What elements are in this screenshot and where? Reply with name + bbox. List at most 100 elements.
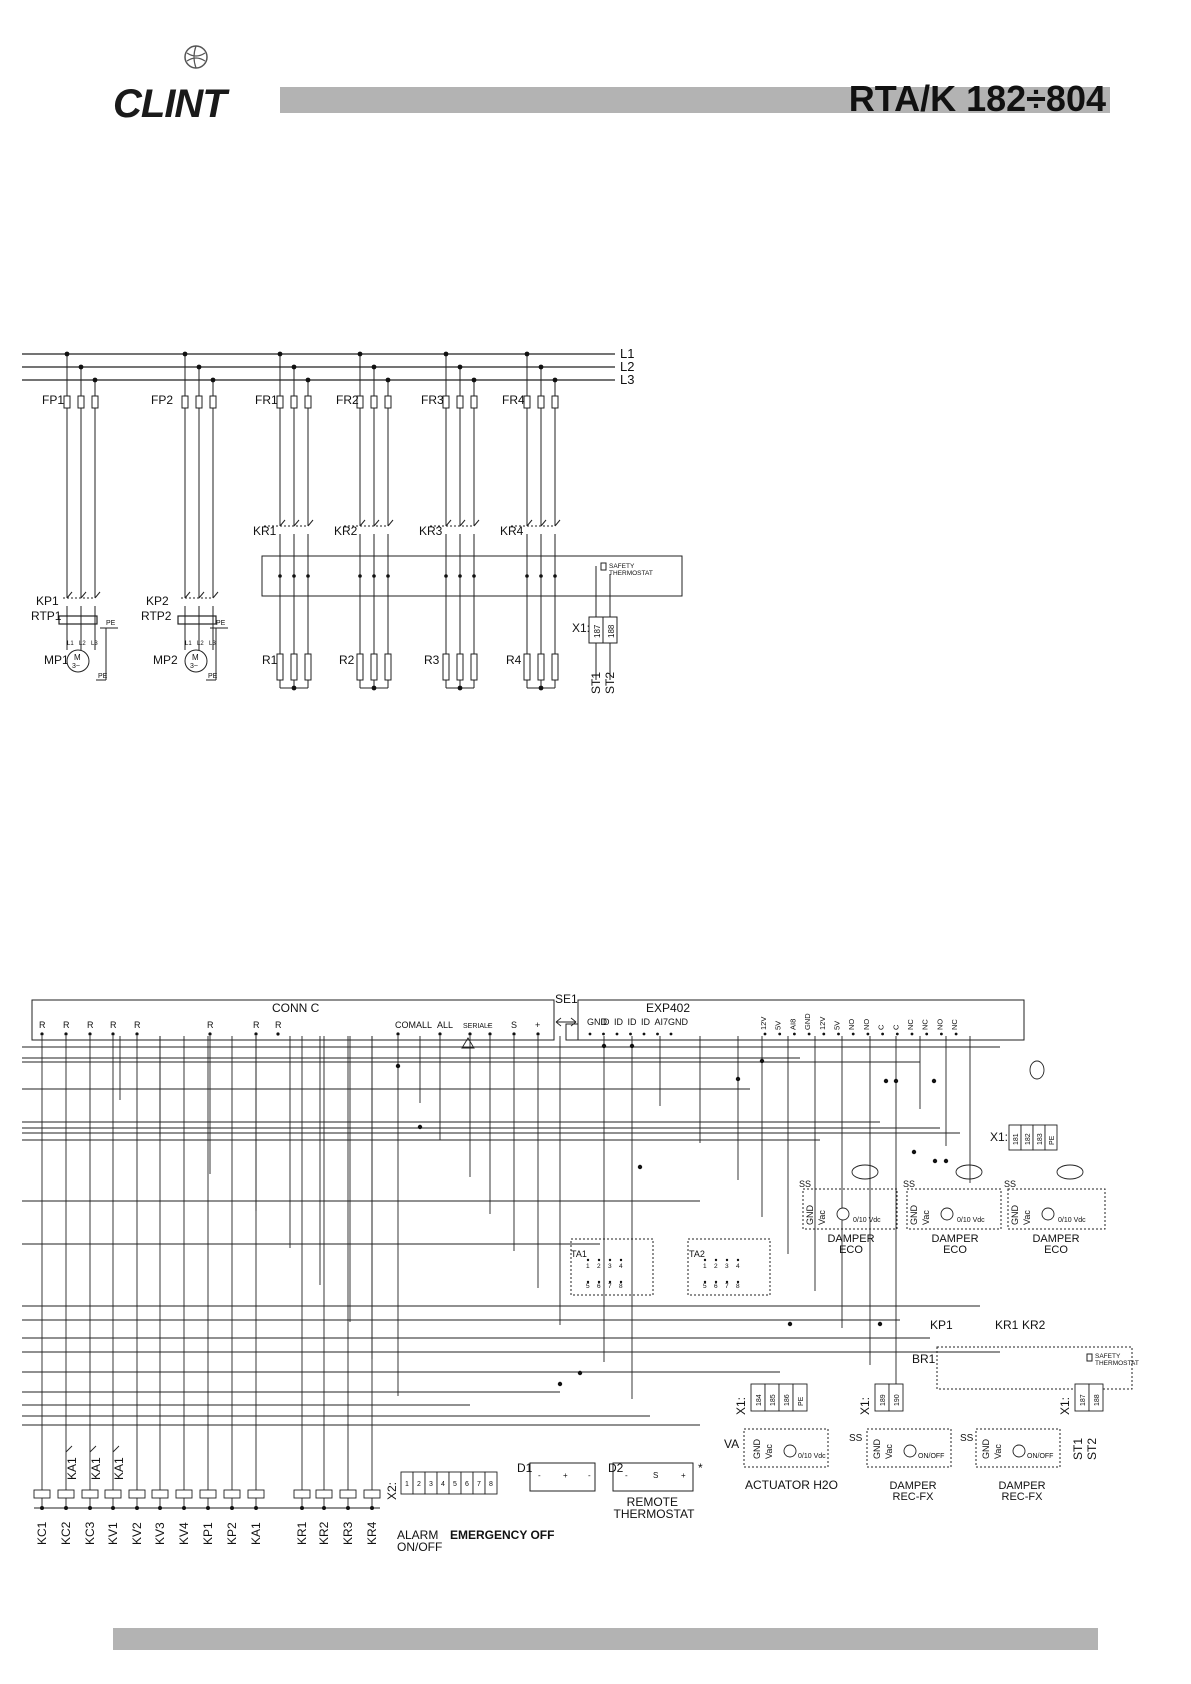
- exp402-pin-vert: NC: [906, 1019, 915, 1030]
- actuator-signal: 0/10 Vdc: [798, 1453, 826, 1460]
- se1-label: SE1: [555, 992, 578, 1006]
- conn-c-pin: R: [253, 1020, 260, 1030]
- pe-label-3: PE: [98, 673, 108, 680]
- contact-symbol: [66, 591, 73, 599]
- thermostat-node: [292, 574, 296, 578]
- sensor-icon: [1056, 1164, 1084, 1180]
- damper-eco-gnd: GND: [805, 1205, 815, 1226]
- conn-c-pin: ALL: [437, 1020, 453, 1030]
- exp402-pin-node: [837, 1032, 840, 1036]
- ta-terminal-node: [725, 1258, 729, 1262]
- motor-mp1: MP1: [44, 653, 69, 667]
- damper-rec-label: REC-FX: [893, 1491, 935, 1503]
- bus-junction: [291, 364, 297, 370]
- star-node: [538, 685, 544, 691]
- ta-terminal: 7: [608, 1283, 612, 1290]
- exp402-pin-node: [910, 1032, 914, 1036]
- resistor-r2: R2: [339, 653, 355, 667]
- br1-safety-symbol: [1086, 1353, 1093, 1362]
- contact-symbol: [307, 519, 314, 527]
- coil-symbol: [363, 1489, 381, 1499]
- x1-st-label: X1:: [1058, 1397, 1072, 1415]
- x1-actuator-label: X1:: [734, 1397, 748, 1415]
- fuse-fp2: FP2: [151, 393, 173, 407]
- damper-rec-signal: ON/OFF: [918, 1453, 944, 1460]
- rec-terminal: [888, 1383, 904, 1412]
- damper-eco-gnd: GND: [909, 1205, 919, 1226]
- conn-c-pin-node: [208, 1032, 212, 1036]
- conn-c-pin: COMALL: [395, 1020, 432, 1030]
- conn-c-pin-node: [64, 1032, 68, 1036]
- contact-symbol: [94, 591, 101, 599]
- ta1-label: TA1: [571, 1249, 587, 1259]
- conn-c-pin-node: [40, 1032, 44, 1036]
- contact-symbol: [184, 591, 191, 599]
- contact-symbol: [526, 519, 533, 527]
- exp402-pin-node: [925, 1032, 929, 1036]
- wire-junction: [557, 1381, 563, 1387]
- bus-junction: [92, 377, 98, 383]
- x1-main-terminal-number: 183: [1037, 1133, 1044, 1145]
- x1-main-terminal: [1044, 1124, 1058, 1151]
- coil-symbol: [151, 1489, 169, 1499]
- x2-terminal-number: 6: [465, 1481, 469, 1488]
- d1-pin: -: [588, 1471, 591, 1480]
- wire-junction: [787, 1321, 793, 1327]
- damper-rec-vac: Vac: [993, 1444, 1003, 1459]
- actuator-gnd: GND: [752, 1439, 762, 1460]
- x2-terminal-number: 3: [429, 1481, 433, 1488]
- coil-symbol: [339, 1489, 357, 1499]
- conn-c-pin-node: [536, 1032, 540, 1036]
- st-terminal-number: 187: [1080, 1394, 1087, 1406]
- conn-c-pin-node: [438, 1032, 442, 1036]
- ta-terminal-node: [736, 1258, 740, 1262]
- damper-eco-vac: Vac: [817, 1210, 827, 1225]
- ta-terminal-node: [597, 1280, 601, 1284]
- exp402-pin-node: [940, 1032, 943, 1036]
- wire-junction: [932, 1158, 938, 1164]
- exp402-pin: ID: [614, 1017, 624, 1027]
- exp402-pin-vert: NC: [950, 1019, 959, 1030]
- exp402-pin-node: [807, 1032, 811, 1036]
- coil-symbol: [199, 1489, 217, 1499]
- coil-node: [300, 1506, 304, 1510]
- coil-kp1: KP1: [201, 1522, 215, 1545]
- d1-label: D1: [517, 1461, 533, 1475]
- coil-node: [206, 1506, 210, 1510]
- coil-node: [346, 1506, 350, 1510]
- coil-ka1: KA1: [249, 1522, 263, 1545]
- motor-mp1-type: 3~: [72, 663, 80, 670]
- contact-symbol: [89, 1445, 97, 1453]
- ta-terminal-node: [714, 1258, 718, 1262]
- bus-junction: [524, 351, 530, 357]
- bus-junction: [64, 351, 70, 357]
- x2-terminal-number: 5: [453, 1481, 457, 1488]
- bus-junction: [471, 377, 477, 383]
- safety-thermostat-power: SAFETY THERMOSTAT: [600, 562, 653, 577]
- x2-label: X2:: [385, 1482, 399, 1500]
- exp402-pin-node: [642, 1032, 646, 1036]
- exp402-pin-node: [954, 1032, 958, 1036]
- br1-contact-kr1: KR1: [995, 1318, 1019, 1332]
- damper-rec-vac: Vac: [884, 1444, 894, 1459]
- ta-terminal-node: [703, 1280, 707, 1284]
- exp402-pin-node: [793, 1032, 796, 1036]
- fuse-fr1: FR1: [255, 393, 278, 407]
- thermostat-node: [358, 574, 362, 578]
- coil-symbol: [81, 1489, 99, 1499]
- wire-junction: [883, 1078, 889, 1084]
- conn-c-pin-node: [88, 1032, 92, 1036]
- ta-terminal: 4: [619, 1263, 623, 1270]
- exp402-pin: ID: [641, 1017, 651, 1027]
- motor-mp2-symbol: M 3~: [184, 649, 208, 673]
- x2-terminal-number: 2: [417, 1481, 421, 1488]
- conn-c-pin-node: [135, 1032, 139, 1036]
- safety-thermostat-text: SAFETY THERMOSTAT: [609, 563, 653, 577]
- d2-label: D2: [608, 1461, 624, 1475]
- ta-terminal: 8: [619, 1283, 623, 1290]
- bus-junction: [552, 377, 558, 383]
- coil-node: [322, 1506, 326, 1510]
- damper-eco-ss: SS: [903, 1179, 915, 1189]
- coil-kc1: KC1: [35, 1521, 49, 1545]
